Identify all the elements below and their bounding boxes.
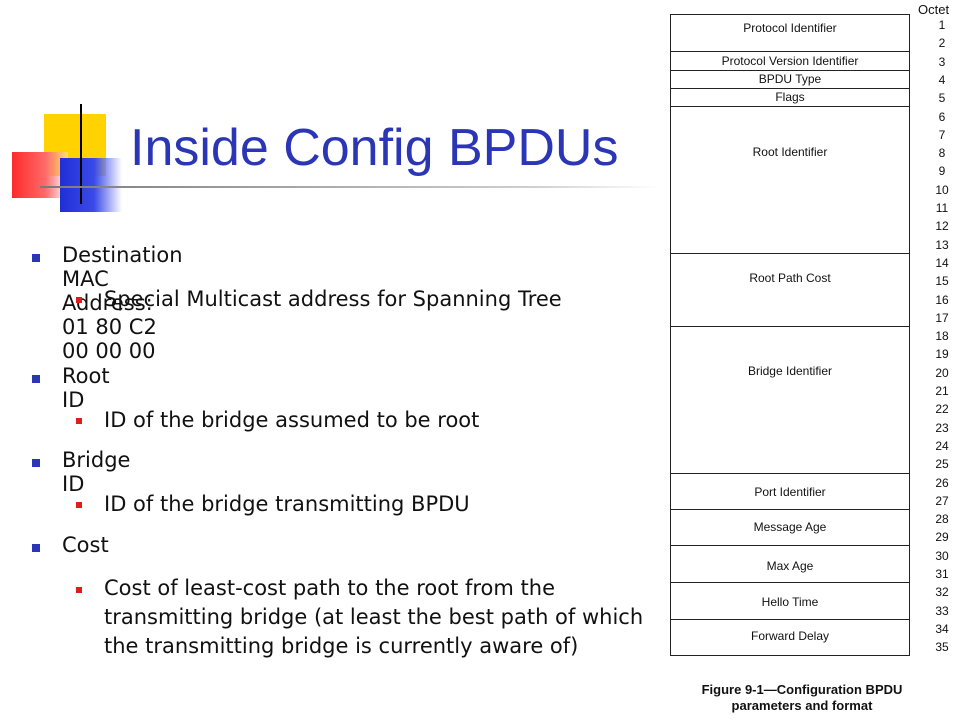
field-label: Hello Time xyxy=(761,595,819,609)
sub-bullet-multicast: Special Multicast address for Spanning T… xyxy=(104,287,562,311)
octet-number: 26 xyxy=(935,476,949,490)
field-message-age: Message Age xyxy=(671,510,909,546)
title-underline xyxy=(40,186,660,188)
octet-number: 10 xyxy=(935,183,949,197)
field-label: Message Age xyxy=(753,520,827,534)
blue-square xyxy=(60,158,122,212)
sub-bullet-cost-desc: Cost of least-cost path to the root from… xyxy=(104,576,644,658)
bpdu-format-diagram: Protocol Identifier Protocol Version Ide… xyxy=(670,14,910,656)
octet-number: 20 xyxy=(935,366,949,380)
figure-caption: Figure 9-1—Configuration BPDU parameters… xyxy=(672,682,932,714)
field-root-path-cost: Root Path Cost xyxy=(671,254,909,327)
bullet-marker xyxy=(32,375,40,383)
sub-bullet-root-desc: ID of the bridge assumed to be root xyxy=(104,408,480,432)
sub-bullet-marker xyxy=(76,418,82,424)
octet-number: 4 xyxy=(938,73,946,87)
octet-number: 3 xyxy=(938,55,946,69)
octet-number: 7 xyxy=(938,128,946,142)
octet-number: 23 xyxy=(935,421,949,435)
field-root-identifier: Root Identifier xyxy=(671,107,909,254)
field-protocol-version-identifier: Protocol Version Identifier xyxy=(671,52,909,71)
octet-number: 12 xyxy=(935,219,949,233)
bullet-marker xyxy=(32,254,40,262)
octet-number: 15 xyxy=(935,274,949,288)
field-label: Protocol Identifier xyxy=(743,21,837,35)
field-label: BPDU Type xyxy=(758,72,822,86)
octet-number: 1 xyxy=(938,18,946,32)
field-flags: Flags xyxy=(671,89,909,107)
octet-number: 33 xyxy=(935,604,949,618)
field-label: Protocol Version Identifier xyxy=(721,54,859,68)
field-label: Root Identifier xyxy=(752,145,828,159)
field-label: Port Identifier xyxy=(754,485,826,499)
sub-bullet-bridge-desc: ID of the bridge transmitting BPDU xyxy=(104,492,470,516)
field-bpdu-type: BPDU Type xyxy=(671,71,909,89)
bullet-bridge-id: Bridge ID xyxy=(62,448,131,496)
octet-number: 21 xyxy=(935,384,949,398)
field-max-age: Max Age xyxy=(671,546,909,583)
octet-number: 14 xyxy=(935,256,949,270)
octet-number: 19 xyxy=(935,347,949,361)
bullet-cost: Cost xyxy=(62,533,109,557)
octet-number: 28 xyxy=(935,512,949,526)
field-forward-delay: Forward Delay xyxy=(671,620,909,656)
octet-number: 22 xyxy=(935,402,949,416)
slide-title: Inside Config BPDUs xyxy=(130,119,619,177)
octet-number: 25 xyxy=(935,457,949,471)
octet-number: 11 xyxy=(935,201,949,215)
octet-number: 27 xyxy=(935,494,949,508)
logo-vertical-line xyxy=(80,104,82,204)
octet-number: 17 xyxy=(935,311,949,325)
field-label: Forward Delay xyxy=(750,629,830,643)
bullet-marker xyxy=(32,544,40,552)
sub-bullet-marker xyxy=(76,502,82,508)
field-bridge-identifier: Bridge Identifier xyxy=(671,327,909,474)
octet-number: 5 xyxy=(938,91,946,105)
bullet-marker xyxy=(32,459,40,467)
caption-line-1: Figure 9-1—Configuration BPDU xyxy=(701,682,903,697)
bullet-destination-mac: Destination MAC Address: 01 80 C2 00 00 … xyxy=(62,243,183,363)
sub-bullet-marker xyxy=(76,587,82,593)
sub-bullet-marker xyxy=(76,297,82,303)
octet-number: 6 xyxy=(938,110,946,124)
octet-number: 2 xyxy=(938,36,946,50)
octet-number: 31 xyxy=(935,567,949,581)
octet-header: Octet xyxy=(918,2,950,17)
caption-line-2: parameters and format xyxy=(731,698,873,713)
field-hello-time: Hello Time xyxy=(671,583,909,620)
octet-number: 16 xyxy=(935,293,949,307)
field-protocol-identifier: Protocol Identifier xyxy=(671,15,909,52)
octet-number: 18 xyxy=(935,329,949,343)
octet-number: 24 xyxy=(935,439,949,453)
field-label: Flags xyxy=(775,90,805,104)
slide-logo-decoration xyxy=(0,100,140,220)
field-label: Max Age xyxy=(766,559,814,573)
octet-number: 35 xyxy=(935,640,949,654)
field-label: Root Path Cost xyxy=(749,271,831,285)
octet-number: 13 xyxy=(935,238,949,252)
bullet-root-id: Root ID xyxy=(62,364,110,412)
octet-number: 8 xyxy=(938,146,946,160)
octet-number: 32 xyxy=(935,585,949,599)
octet-number: 30 xyxy=(935,549,949,563)
red-square xyxy=(12,152,68,198)
octet-number: 9 xyxy=(938,164,946,178)
octet-number: 34 xyxy=(935,622,949,636)
octet-number: 29 xyxy=(935,530,949,544)
field-label: Bridge Identifier xyxy=(747,364,833,378)
field-port-identifier: Port Identifier xyxy=(671,474,909,510)
